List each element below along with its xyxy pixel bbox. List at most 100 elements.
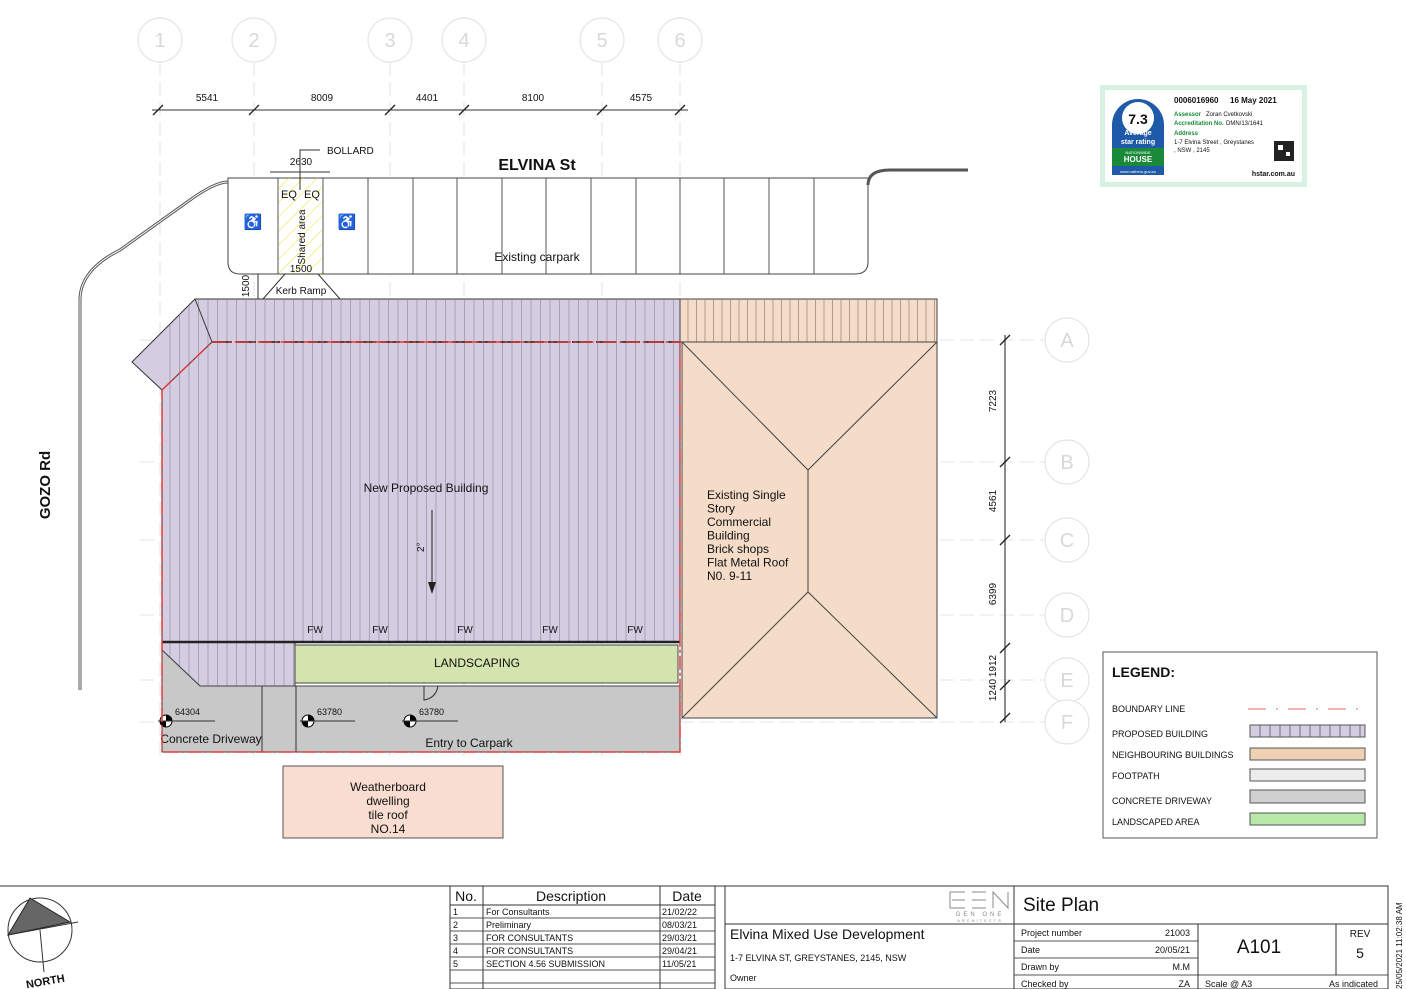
bollard-dim: 2630 (290, 157, 313, 168)
existing-commercial-building: Existing SingleStoryCommercialBuildingBr… (679, 298, 938, 719)
existing-building-label: Existing Single (707, 488, 786, 502)
grid-bubble (441, 17, 487, 63)
grid-bubble (1044, 317, 1090, 363)
vertical-dimension-line: 7223 4561 6399 1912 1240 (988, 334, 1011, 724)
accessible-icon: ♿ (338, 213, 357, 231)
bollard-label: BOLLARD (327, 146, 374, 157)
revision-description: SECTION 4.56 SUBMISSION (486, 959, 605, 969)
fw-label: FW (542, 625, 558, 636)
sheet-title: Site Plan (1023, 895, 1099, 916)
level-label: 63780 (419, 707, 444, 717)
dim-label: 5541 (196, 93, 219, 104)
firm-name: ARCHITECTS (957, 918, 1003, 923)
dim-label: 1240 (988, 678, 999, 701)
grid-bubble (367, 17, 413, 63)
elvina-st-label: ELVINA St (498, 157, 576, 174)
revision-date: 29/04/21 (662, 946, 697, 956)
grid-row-label: B (1060, 452, 1073, 474)
entry-carpark-label: Entry to Carpark (425, 736, 513, 750)
dwelling-label: dwelling (366, 794, 409, 808)
revision-no: 2 (453, 920, 458, 930)
grid-row-label: C (1060, 530, 1074, 552)
accreditation-label: Accreditation No. (1174, 121, 1224, 127)
grid-column-label: 4 (458, 30, 469, 52)
grid-column-label: 5 (596, 30, 607, 52)
address-label: Address (1174, 131, 1199, 137)
dim-tick (248, 104, 260, 116)
horizontal-dimension-line: 5541 8009 4401 8100 4575 (152, 93, 688, 116)
scale-label: Scale @ A3 (1205, 979, 1252, 989)
legend-item: FOOTPATH (1112, 771, 1160, 781)
grid-bubble (1044, 517, 1090, 563)
proposed-building: New Proposed Building 2° FW FW FW FW FW (131, 298, 681, 687)
dim-tick (999, 534, 1011, 546)
existing-building-label: Brick shops (707, 542, 769, 556)
field-label: Project number (1021, 928, 1082, 938)
accreditation: DMN/13/1641 (1226, 121, 1264, 127)
drawn-by: M.M (1173, 962, 1191, 972)
revision-date: 29/03/21 (662, 933, 697, 943)
revision-date: 21/02/22 (662, 907, 697, 917)
fall-label: 2° (416, 542, 427, 552)
rating-label: star rating (1121, 139, 1155, 146)
legend: LEGEND: BOUNDARY LINE PROPOSED BUILDING … (1102, 651, 1378, 839)
revision-description: Preliminary (486, 920, 532, 930)
field-label: Date (1021, 945, 1040, 955)
grid-row-label: F (1061, 712, 1073, 734)
revision-description: FOR CONSULTANTS (486, 933, 573, 943)
certificate-number: 0006016960 (1174, 96, 1219, 105)
existing-carpark: Existing carpark ♿ ♿ Shared area EQ EQ 2… (227, 146, 968, 302)
level-markers: 64304 63780 63780 (158, 707, 458, 728)
grid-bubble (1044, 699, 1090, 745)
dim-tick (674, 104, 686, 116)
dim-label: 8009 (311, 93, 334, 104)
ramp-width-dim: 1500 (290, 264, 313, 275)
dim-label: 7223 (988, 389, 999, 412)
revision-no: 1 (453, 907, 458, 917)
provider-label: hstar.com.au (1252, 171, 1295, 178)
project-address: 1-7 ELVINA ST, GREYSTANES, 2145, NSW (730, 953, 907, 963)
ramp-depth-dim: 1500 (241, 274, 252, 297)
fw-label: FW (372, 625, 388, 636)
sheet-date: 20/05/21 (1155, 945, 1190, 955)
fall-arrow-icon (428, 582, 436, 594)
star-rating: 7.3 (1128, 111, 1148, 127)
rev-number: 5 (1356, 945, 1364, 961)
print-timestamp: 25/05/2021 11:02:38 AM (1395, 902, 1404, 989)
dim-label: 4401 (416, 93, 439, 104)
revision-no: 3 (453, 933, 458, 943)
dim-tick (999, 712, 1011, 724)
address: 1-7 Elvina Street , Greystanes (1174, 140, 1254, 146)
qr-code-icon (1274, 141, 1294, 161)
fw-label: FW (457, 625, 473, 636)
dim-label: 6399 (988, 582, 999, 605)
project-number: 21003 (1165, 928, 1190, 938)
shared-area (278, 178, 323, 274)
revision-no: 4 (453, 946, 458, 956)
address: , NSW , 2145 (1174, 148, 1210, 154)
assessor-label: Assessor (1174, 112, 1202, 118)
owner-label: Owner (730, 973, 757, 983)
rating-label: Average (1124, 130, 1151, 137)
dim-label: 1912 (988, 654, 999, 677)
dim-label: 4561 (988, 489, 999, 512)
grid-row-label: E (1060, 670, 1073, 692)
revision-description: For Consultants (486, 907, 550, 917)
project-name: Elvina Mixed Use Development (730, 926, 925, 942)
field-label: Checked by (1021, 979, 1069, 989)
landscaping-label: LANDSCAPING (434, 656, 520, 670)
existing-building-label: Building (707, 529, 750, 543)
scheme-label: HOUSE (1124, 155, 1153, 164)
dwelling-label: NO.14 (371, 822, 406, 836)
column-header: No. (455, 888, 477, 904)
scheme-url: www.nathers.gov.au (1120, 169, 1156, 174)
north-arrow-icon: NORTH (6, 897, 79, 989)
firm-name: GEN ONE (956, 912, 1005, 918)
grid-bubble (1044, 439, 1090, 485)
nathers-certificate-stamp: 7.3 Average star rating NATIONWIDE HOUSE… (1100, 85, 1307, 187)
grid-column-label: 1 (154, 30, 165, 52)
existing-building-label: N0. 9-11 (707, 569, 752, 583)
